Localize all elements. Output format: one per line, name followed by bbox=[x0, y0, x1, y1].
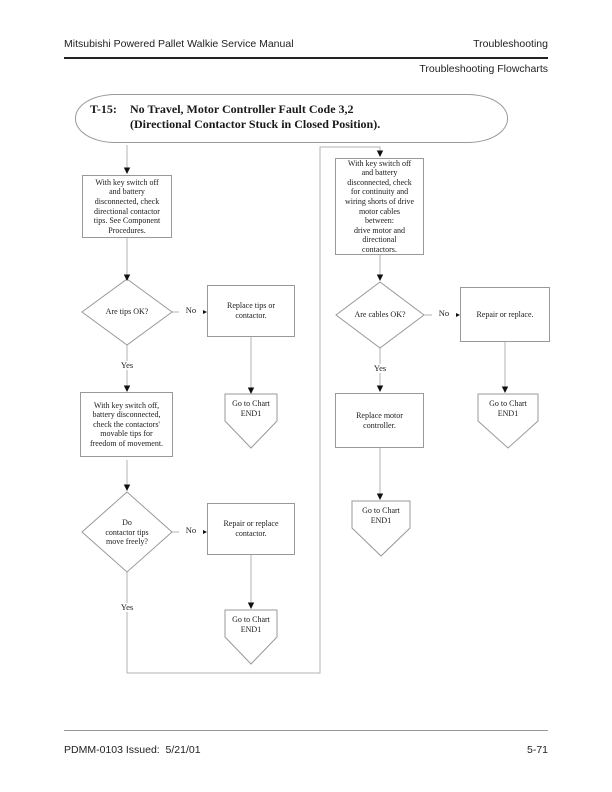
flowchart-title-code: T-15: bbox=[90, 102, 117, 116]
arrow-into-left-decision2 bbox=[123, 484, 131, 491]
branch-label-no-left1: No bbox=[179, 305, 203, 316]
arrow-into-right-goto-no bbox=[501, 386, 509, 393]
arrow-into-left-decision1 bbox=[123, 274, 131, 281]
branch-label-no-left2: No bbox=[179, 525, 203, 536]
arrow-into-left-step1 bbox=[123, 167, 131, 174]
arrow-into-left-goto2 bbox=[247, 602, 255, 609]
branch-label-yes-left1: Yes bbox=[114, 360, 140, 371]
connector-left-yes2-loop-to-right-step1 bbox=[126, 146, 381, 674]
arrow-into-left-step2 bbox=[123, 385, 131, 392]
flowchart-title: T-15: No Travel, Motor Controller Fault … bbox=[75, 94, 508, 143]
footer-rule bbox=[64, 730, 548, 731]
branch-label-yes-right: Yes bbox=[367, 363, 393, 374]
decision-label-tips-move-freely: Do contactor tips move freely? bbox=[105, 518, 149, 547]
goto-label-left2: Go to Chart END1 bbox=[232, 615, 270, 634]
flow-shapes bbox=[81, 278, 539, 665]
decision-diamond-are-cables-ok bbox=[335, 281, 425, 349]
header-section: Troubleshooting bbox=[473, 38, 548, 50]
arrow-into-left-goto1 bbox=[247, 387, 255, 394]
header-manual-title: Mitsubishi Powered Pallet Walkie Service… bbox=[64, 38, 294, 50]
decision-label-are-cables-ok: Are cables OK? bbox=[354, 310, 406, 319]
arrow-into-right-step2 bbox=[376, 385, 384, 392]
offpage-connector-right-goto2 bbox=[351, 500, 411, 557]
flowchart-title-text: No Travel, Motor Controller Fault Code 3… bbox=[130, 102, 380, 142]
offpage-connector-left-goto1 bbox=[224, 393, 278, 449]
header-subsection: Troubleshooting Flowcharts bbox=[419, 63, 548, 75]
footer-doc-id: PDMM-0103 Issued: 5/21/01 bbox=[64, 744, 201, 756]
page-header: Mitsubishi Powered Pallet Walkie Service… bbox=[64, 38, 548, 50]
header-rule bbox=[64, 57, 548, 59]
goto-label-left1: Go to Chart END1 bbox=[232, 399, 270, 418]
flowchart-title-line1: No Travel, Motor Controller Fault Code 3… bbox=[130, 102, 354, 116]
page-footer: PDMM-0103 Issued: 5/21/01 5-71 bbox=[64, 744, 548, 756]
branch-label-yes-left2: Yes bbox=[114, 602, 140, 613]
flowchart-title-line2: (Directional Contactor Stuck in Closed P… bbox=[130, 116, 381, 131]
page-subheader: Troubleshooting Flowcharts bbox=[64, 63, 548, 75]
branch-label-no-right: No bbox=[432, 308, 456, 319]
decision-diamond-are-tips-ok bbox=[81, 278, 173, 346]
arrow-into-right-step1 bbox=[376, 150, 384, 157]
arrowheads bbox=[123, 150, 509, 609]
offpage-connector-left-goto2 bbox=[224, 609, 278, 665]
process-box-replace-tips-or-contactor: Replace tips or contactor. bbox=[207, 285, 295, 337]
footer-page-number: 5-71 bbox=[526, 744, 548, 756]
goto-label-right-no: Go to Chart END1 bbox=[489, 399, 527, 418]
goto-label-right2: Go to Chart END1 bbox=[362, 506, 400, 525]
process-box-repair-or-replace-contactor: Repair or replace contactor. bbox=[207, 503, 295, 555]
arrow-into-right-decision1 bbox=[376, 274, 384, 281]
process-box-check-contactor-tips: With key switch off and battery disconne… bbox=[82, 175, 172, 238]
process-box-repair-or-replace: Repair or replace. bbox=[460, 287, 550, 342]
decision-label-are-tips-ok: Are tips OK? bbox=[105, 307, 149, 316]
arrow-into-right-goto2 bbox=[376, 493, 384, 500]
decision-diamond-tips-move-freely bbox=[81, 491, 173, 573]
process-box-check-movable-tips: With key switch off, battery disconnecte… bbox=[80, 392, 173, 457]
process-box-replace-motor-controller: Replace motor controller. bbox=[335, 393, 424, 448]
process-box-check-motor-cables: With key switch off and battery disconne… bbox=[335, 158, 424, 255]
connector-lines bbox=[126, 145, 506, 674]
offpage-connector-right-goto-no bbox=[477, 393, 539, 449]
